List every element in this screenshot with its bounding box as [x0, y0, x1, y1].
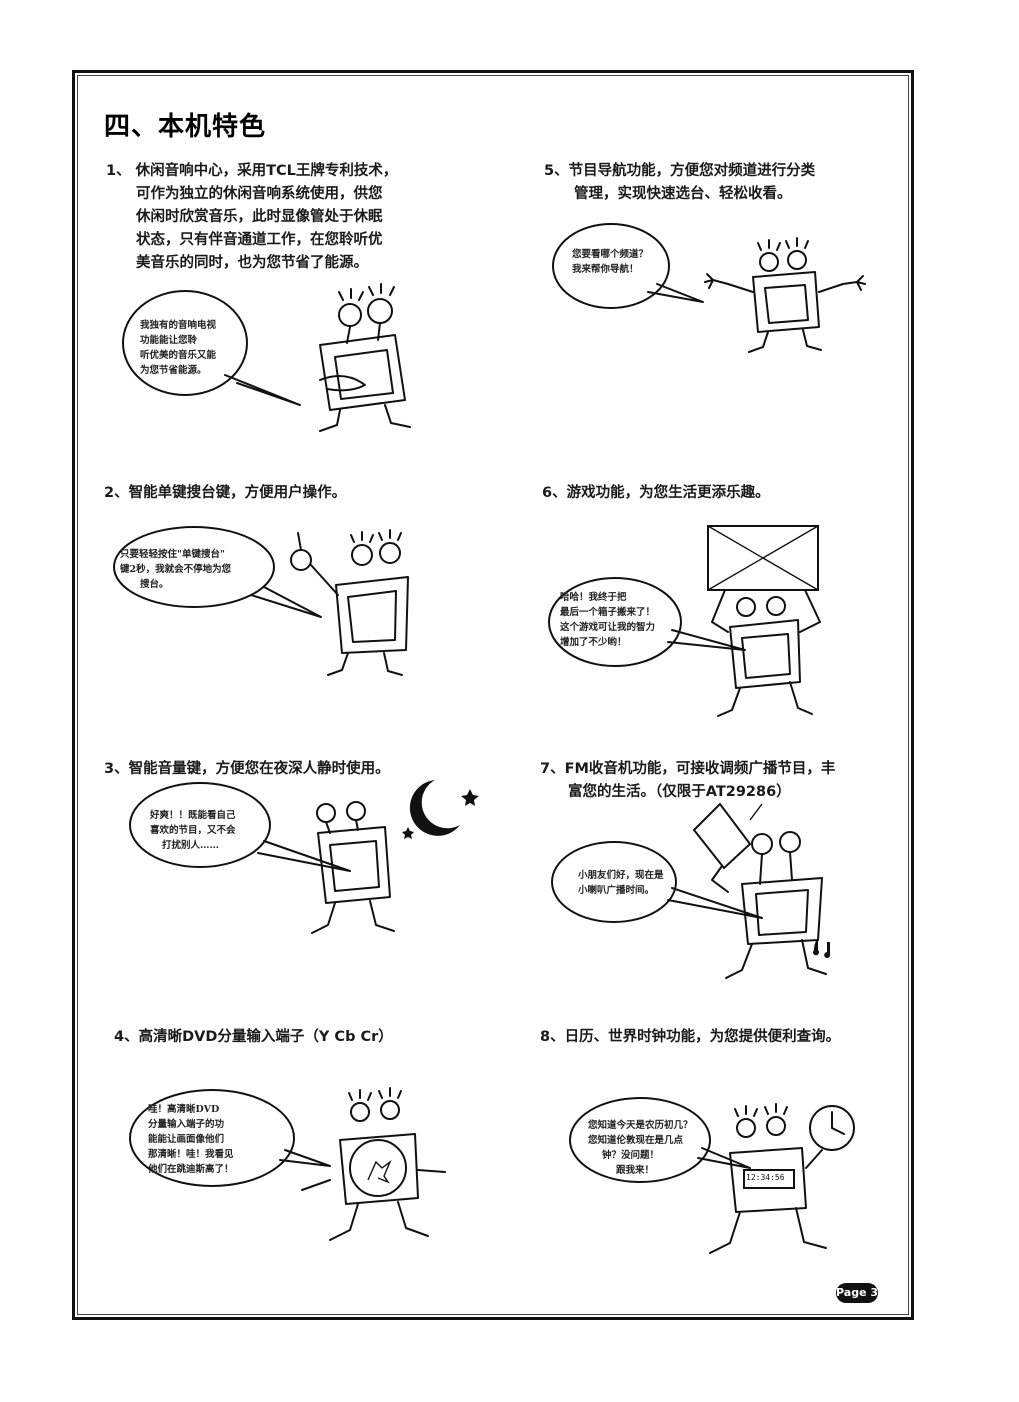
feature-8-text: 8、日历、世界时钟功能，为您提供便利查询。: [540, 1029, 841, 1045]
tv-mascot-relax-illustration: [122, 283, 411, 432]
feature-6-text: 6、游戏功能，为您生活更添乐趣。: [542, 485, 770, 501]
bubble-1-text: 我独有的音响电视功能能让您聆 听优美的音乐又能为您节省能源。: [140, 320, 217, 376]
bubble-7-text: 小朋友们好，现在是小喇叭广播时间。: [578, 870, 664, 896]
bubble-3-text: 好爽！！既能看自己喜欢的节目，又不会 打扰别人……: [150, 810, 236, 851]
bubble-5-text: 您要看哪个频道？我来帮你导航！: [572, 249, 649, 275]
tv-mascot-fm-radio-illustration: [551, 802, 831, 979]
clock-display-readout: 12:34:56: [746, 1173, 785, 1182]
feature-1-text: 1、 休闲音响中心，采用TCL王牌专利技术， 可作为独立的休闲音响系统使用，供您…: [106, 163, 398, 271]
bubble-6-text: 哈哈！我终于把最后一个箱子搬来了！ 这个游戏可让我的智力增加了不少哟！: [560, 592, 656, 648]
page-number-badge: Page 3: [836, 1283, 878, 1303]
tv-mascot-night-volume-illustration: [129, 780, 479, 934]
tv-mascot-dvd-illustration: [129, 1087, 446, 1241]
feature-5-text: 5、节目导航功能，方便您对频道进行分类 管理，实现快速选台、轻松收看。: [544, 163, 816, 202]
bubble-2-text: 只要轻轻按住"单键搜台"键2秒，我就会不停地为您 搜台。: [120, 549, 232, 590]
feature-3-text: 3、智能音量键，方便您在夜深人静时使用。: [104, 761, 390, 777]
tv-mascot-channel-search-illustration: [113, 526, 409, 676]
page-frame-inner: [77, 75, 909, 1315]
section-heading: 四、本机特色: [104, 112, 267, 142]
tv-mascot-game-illustration: [548, 525, 821, 717]
feature-2-text: 2、智能单键搜台键，方便用户操作。: [104, 485, 347, 501]
bubble-8-text: 您知道今天是农历初几？您知道伦敦现在是几点 钟？没问题！ 跟我来！: [588, 1120, 693, 1176]
feature-4-text: 4、高清晰DVD分量输入端子（Y Cb Cr）: [114, 1029, 393, 1045]
tv-mascot-navigation-illustration: [552, 223, 866, 353]
feature-7-text: 7、FM收音机功能，可接收调频广播节目，丰 富您的生活。（仅限于AT29286）: [540, 761, 836, 800]
page-frame: [72, 70, 914, 1320]
tv-mascot-clock-illustration: [569, 1097, 855, 1254]
